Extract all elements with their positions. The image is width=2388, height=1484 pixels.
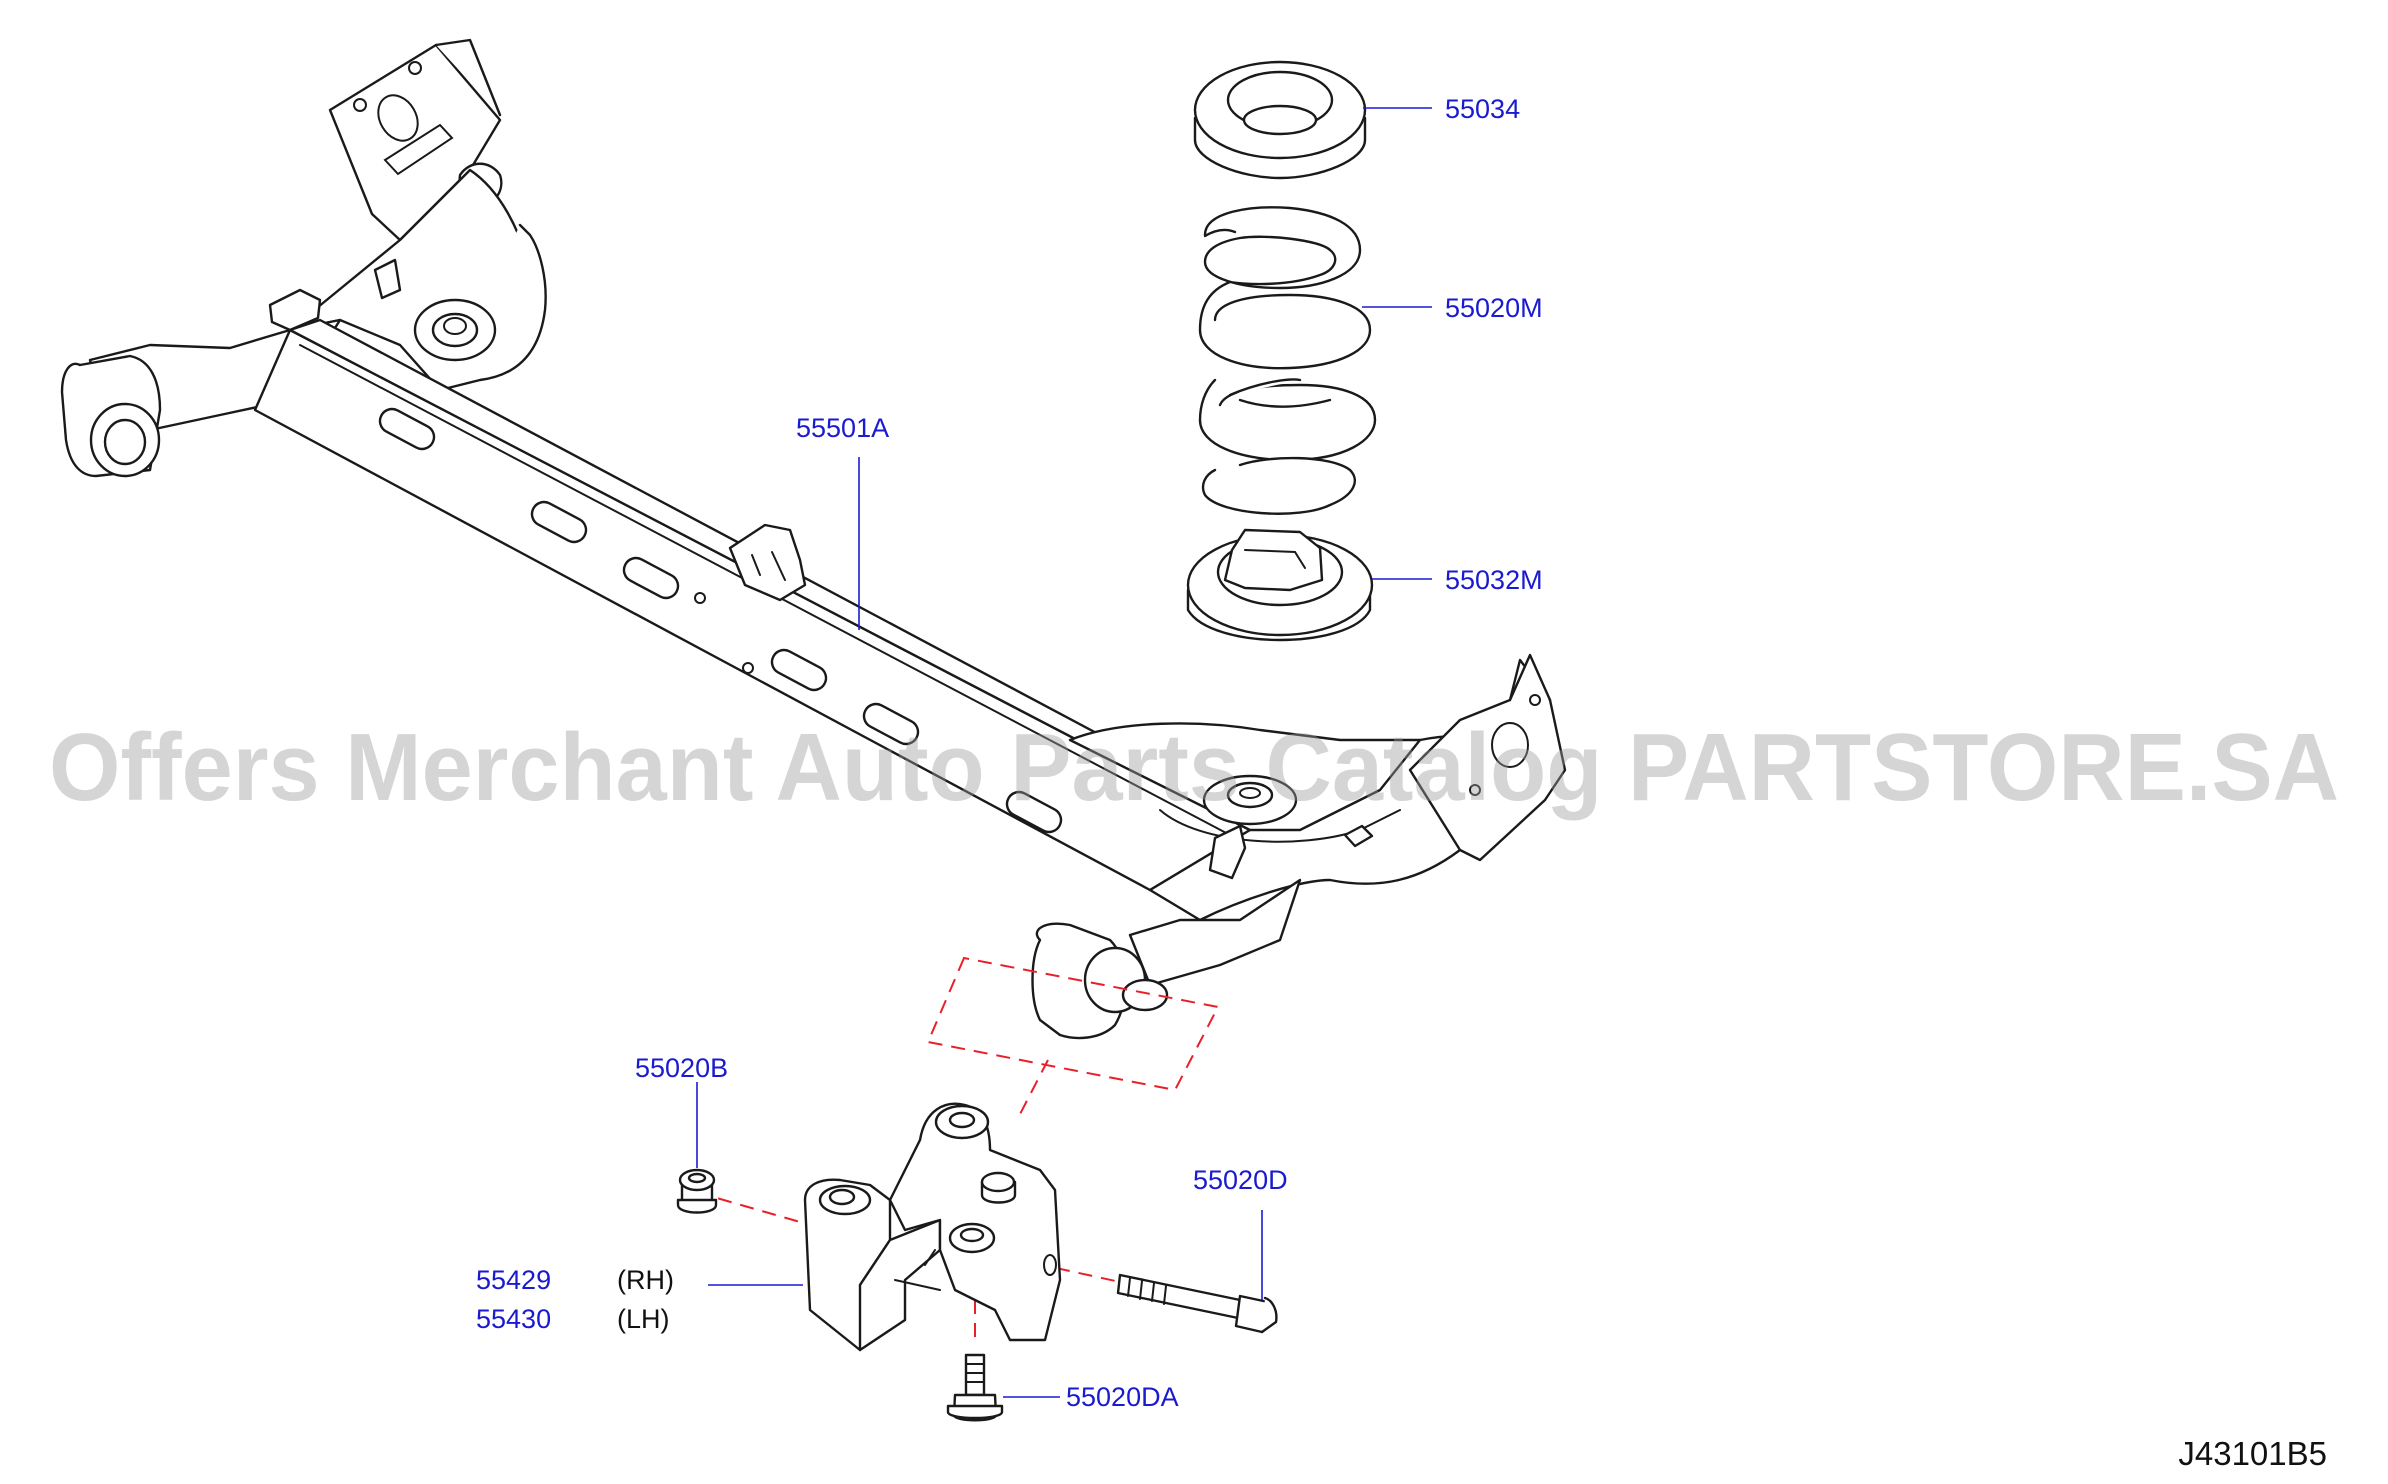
long-bolt[interactable] <box>1116 1273 1278 1334</box>
axle-beam[interactable] <box>60 38 1567 1040</box>
assembly-guides <box>695 956 1220 1345</box>
side-label-rh: (RH) <box>617 1265 674 1295</box>
watermark: Offers Merchant Auto Parts Catalog PARTS… <box>49 714 2339 821</box>
mounting-bracket[interactable] <box>803 1102 1062 1352</box>
callout-leaders <box>696 107 1432 1398</box>
short-bolt[interactable] <box>946 1353 1004 1422</box>
part-number-55429[interactable]: 55429 <box>476 1265 551 1295</box>
coil-spring[interactable] <box>1198 206 1377 515</box>
diagram-code: J43101B5 <box>2178 1435 2327 1472</box>
side-label-lh: (LH) <box>617 1304 670 1334</box>
part-number-55020m[interactable]: 55020M <box>1445 293 1543 323</box>
flange-nut[interactable] <box>676 1168 718 1214</box>
upper-spring-seat[interactable] <box>1193 60 1367 180</box>
part-number-55020da[interactable]: 55020DA <box>1066 1382 1179 1412</box>
part-number-55034[interactable]: 55034 <box>1445 94 1520 124</box>
part-number-55430[interactable]: 55430 <box>476 1304 551 1334</box>
part-number-55020d[interactable]: 55020D <box>1193 1165 1288 1195</box>
part-number-55020b[interactable]: 55020B <box>635 1053 728 1083</box>
part-number-55501a[interactable]: 55501A <box>796 413 889 443</box>
part-number-55032m[interactable]: 55032M <box>1445 565 1543 595</box>
lower-spring-seat[interactable] <box>1186 528 1374 642</box>
